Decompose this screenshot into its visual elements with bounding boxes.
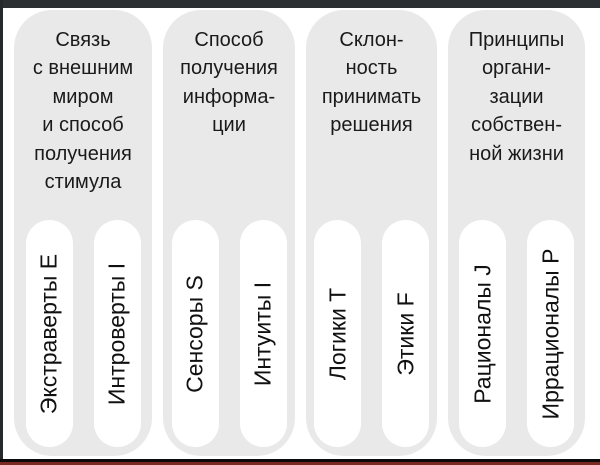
option-pill-sensors: Сенсоры S: [171, 220, 219, 447]
frame-left-border: [0, 0, 3, 465]
columns-container: Связь с внешним миром и способ получения…: [3, 10, 585, 456]
pills-row: Логики T Этики F: [306, 220, 437, 447]
option-pill-intuitives: Интуиты I: [239, 220, 287, 447]
pill-label: Этики F: [392, 291, 418, 376]
column-header: Склон- ность принимать решения: [321, 29, 422, 137]
option-pill-irrationals: Иррационалы P: [527, 220, 574, 447]
option-pill-ethics: Этики F: [382, 220, 429, 447]
column-header: Принципы органи- зации собствен- ной жиз…: [468, 29, 565, 165]
column-decision-making: Склон- ность принимать решения Логики T …: [306, 10, 437, 456]
column-life-organization: Принципы органи- зации собствен- ной жиз…: [448, 10, 585, 456]
column-external-world: Связь с внешним миром и способ получения…: [14, 10, 152, 456]
column-header: Связь с внешним миром и способ получения…: [32, 29, 134, 193]
pill-label: Интроверты I: [103, 262, 130, 405]
pill-label: Логики T: [324, 287, 350, 380]
pill-label: Интуиты I: [249, 281, 276, 386]
option-pill-rationals: Рационалы J: [459, 220, 506, 447]
pills-row: Экстраверты E Интроверты I: [14, 220, 152, 447]
pill-label: Экстраверты E: [35, 253, 62, 414]
option-pill-introverts: Интроверты I: [93, 220, 141, 447]
pills-row: Рационалы J Иррационалы P: [448, 220, 585, 447]
frame-top-border: [0, 0, 600, 8]
column-information-gathering: Способ получения информа- ции Сенсоры S …: [163, 10, 295, 456]
bottom-dark-red-rule: [0, 462, 600, 465]
bottom-black-rule: [0, 459, 600, 462]
option-pill-logics: Логики T: [314, 220, 361, 447]
pills-row: Сенсоры S Интуиты I: [163, 220, 295, 447]
pill-label: Рационалы J: [469, 263, 495, 404]
column-header: Способ получения информа- ции: [180, 29, 278, 137]
option-pill-extraverts: Экстраверты E: [25, 220, 73, 447]
pill-label: Иррационалы P: [537, 248, 563, 419]
pill-label: Сенсоры S: [181, 274, 208, 393]
